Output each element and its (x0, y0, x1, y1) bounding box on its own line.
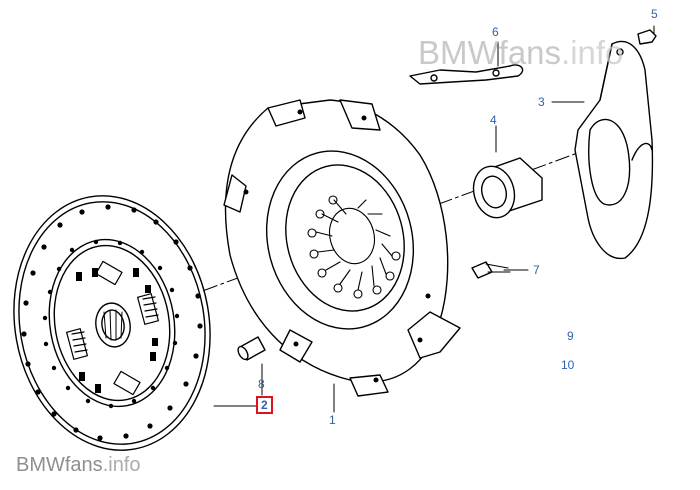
callout-1: 1 (329, 413, 336, 427)
ball-stud-part (637, 29, 657, 45)
callout-9: 9 (567, 329, 574, 343)
clutch-disc-part (13, 195, 211, 451)
bolt-part (471, 261, 511, 279)
callout-10: 10 (561, 358, 575, 372)
watermark-top-main: BMWfans (418, 34, 562, 71)
callout-3: 3 (538, 95, 545, 109)
callout-2-highlighted: 2 (256, 396, 273, 414)
spring-clip-part (409, 64, 524, 85)
watermark-top-suffix: .info (561, 34, 624, 71)
callout-4: 4 (490, 113, 497, 127)
callout-5: 5 (651, 7, 658, 21)
watermark-bottom: BMWfans.info (16, 455, 141, 475)
leader-lines (213, 25, 655, 413)
watermark-bottom-main: BMWfans (16, 454, 103, 476)
callout-6: 6 (492, 25, 499, 39)
watermark-top: BMWfans.info (418, 36, 623, 69)
callout-8: 8 (258, 377, 265, 391)
release-bearing-part (472, 157, 543, 219)
watermark-bottom-suffix: .info (102, 454, 141, 476)
pressure-plate-part (223, 99, 461, 397)
release-lever-part (574, 40, 654, 260)
dowel-pin-part (237, 336, 266, 361)
callout-7: 7 (533, 263, 540, 277)
